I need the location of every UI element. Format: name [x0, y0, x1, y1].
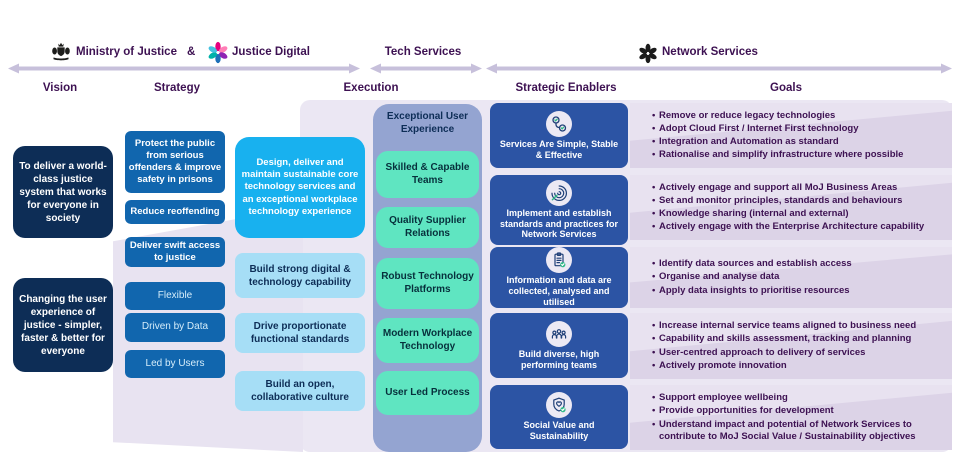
tech-services-card-text: Skilled & Capable Teams — [385, 162, 470, 186]
goal-bullet: Actively engage and support all MoJ Busi… — [652, 182, 942, 194]
goal-group: Increase internal service teams aligned … — [630, 313, 952, 379]
strategy-card-text: Protect the public from serious offender… — [128, 138, 222, 185]
goal-bullet: Adopt Cloud First / Internet First techn… — [652, 123, 942, 135]
execution-card: Drive proportionate functional standards — [235, 313, 365, 353]
goal-bullet: Apply data insights to prioritise resour… — [652, 285, 942, 297]
enabler-card-text: Build diverse, high performing teams — [518, 348, 600, 370]
clipboard-check-icon — [546, 247, 572, 274]
tech-services-card-text: User Led Process — [385, 386, 470, 398]
vision-card-text: To deliver a world-class justice system … — [19, 160, 107, 224]
team-icon — [546, 320, 572, 347]
tech-services-card: Quality Supplier Relations — [376, 207, 479, 248]
tech-services-card-text: Quality Supplier Relations — [389, 215, 466, 239]
execution-mission-card: Design, deliver and maintain sustainable… — [235, 137, 365, 238]
tech-services-card: Robust Technology Platforms — [376, 258, 479, 309]
strategy-card: Led by Users — [125, 350, 225, 378]
vision-card-text: Changing the user experience of justice … — [19, 293, 107, 357]
execution-card: Build an open, collaborative culture — [235, 371, 365, 411]
justice-digital-pinwheel-icon — [206, 40, 230, 64]
strategy-card-text: Reduce reoffending — [130, 206, 220, 218]
strategy-card-text: Flexible — [157, 289, 193, 301]
goal-bullet: Rationalise and simplify infrastructure … — [652, 149, 942, 161]
enabler-card: Social Value and Sustainability — [490, 385, 628, 449]
goal-bullet: Understand impact and potential of Netwo… — [652, 419, 942, 443]
goal-bullet: Knowledge sharing (internal and external… — [652, 208, 942, 220]
strategy-card-text: Driven by Data — [141, 321, 209, 333]
strategy-card-text: Led by Users — [145, 357, 205, 369]
execution-mission-text: Design, deliver and maintain sustainable… — [241, 156, 359, 218]
vision-card: To deliver a world-class justice system … — [13, 146, 113, 238]
strategy-card: Deliver swift access to justice — [125, 237, 225, 267]
strategy-card: Protect the public from serious offender… — [125, 131, 225, 193]
goal-bullet: Support employee wellbeing — [652, 392, 942, 404]
tech-services-label: Tech Services — [384, 46, 462, 58]
tech-services-card: Modern Workplace Technology — [376, 318, 479, 363]
network-services-label: Network Services — [662, 46, 758, 58]
execution-card: Build strong digital & technology capabi… — [235, 253, 365, 298]
strategy-card-text: Deliver swift access to justice — [129, 240, 221, 263]
workflow-check-icon — [546, 110, 572, 137]
moj-scope-arrow — [8, 63, 360, 74]
ampersand-label: & — [187, 46, 196, 58]
tech-services-card-text: Modern Workplace Technology — [382, 328, 473, 352]
tech-services-scope-arrow — [370, 63, 482, 74]
network-services-scope-arrow — [486, 63, 952, 74]
goal-group: Identify data sources and establish acce… — [630, 247, 952, 308]
enabler-card: Services Are Simple, Stable & Effective — [490, 103, 628, 168]
moj-crest-icon — [50, 40, 72, 62]
enabler-card-text: Implement and establish standards and pr… — [499, 207, 619, 240]
goal-bullet: Remove or reduce legacy technologies — [652, 110, 942, 122]
ministry-of-justice-label: Ministry of Justice — [76, 46, 177, 58]
strategy-card: Flexible — [125, 282, 225, 310]
target-spiral-icon — [546, 179, 572, 206]
vision-card: Changing the user experience of justice … — [13, 278, 113, 372]
shield-heart-icon — [546, 392, 572, 419]
goal-bullet: Provide opportunities for development — [652, 405, 942, 417]
column-label-vision: Vision — [42, 82, 78, 94]
execution-card-text: Build strong digital & technology capabi… — [248, 263, 352, 288]
column-label-execution: Execution — [343, 82, 399, 94]
goal-group: Remove or reduce legacy technologies Ado… — [630, 103, 952, 168]
enabler-card: Implement and establish standards and pr… — [490, 175, 628, 245]
enabler-card: Information and data are collected, anal… — [490, 247, 628, 308]
goal-bullet: Set and monitor principles, standards an… — [652, 195, 942, 207]
enabler-card: Build diverse, high performing teams — [490, 313, 628, 378]
strategy-card: Driven by Data — [125, 313, 225, 342]
strategy-card: Reduce reoffending — [125, 200, 225, 224]
tech-services-card-text: Robust Technology Platforms — [381, 271, 474, 295]
execution-card-text: Drive proportionate functional standards — [250, 321, 350, 345]
goal-bullet: Integration and Automation as standard — [652, 136, 942, 148]
goal-group: Actively engage and support all MoJ Busi… — [630, 175, 952, 240]
column-label-strategy: Strategy — [153, 82, 201, 94]
column-label-strategic-enablers: Strategic Enablers — [515, 82, 617, 94]
execution-card-text: Build an open, collaborative culture — [251, 379, 349, 403]
goal-bullet: Actively engage with the Enterprise Arch… — [652, 221, 942, 233]
tech-services-card: User Led Process — [376, 371, 479, 415]
goal-bullet: User-centred approach to delivery of ser… — [652, 347, 942, 359]
enabler-card-text: Information and data are collected, anal… — [506, 275, 612, 307]
tech-services-band-title: Exceptional User Experience — [386, 111, 469, 135]
goal-group: Support employee wellbeing Provide oppor… — [630, 385, 952, 450]
network-services-pinwheel-icon — [637, 42, 659, 64]
goal-bullet: Organise and analyse data — [652, 271, 942, 283]
justice-digital-label: Justice Digital — [232, 46, 310, 58]
goal-bullet: Identify data sources and establish acce… — [652, 258, 942, 270]
enabler-card-text: Services Are Simple, Stable & Effective — [499, 138, 619, 160]
goal-bullet: Increase internal service teams aligned … — [652, 320, 942, 332]
tech-services-card: Skilled & Capable Teams — [376, 151, 479, 198]
enabler-card-text: Social Value and Sustainability — [523, 420, 595, 441]
column-label-goals: Goals — [770, 82, 802, 94]
goal-bullet: Capability and skills assessment, tracki… — [652, 333, 942, 345]
goal-bullet: Actively promote innovation — [652, 360, 942, 372]
